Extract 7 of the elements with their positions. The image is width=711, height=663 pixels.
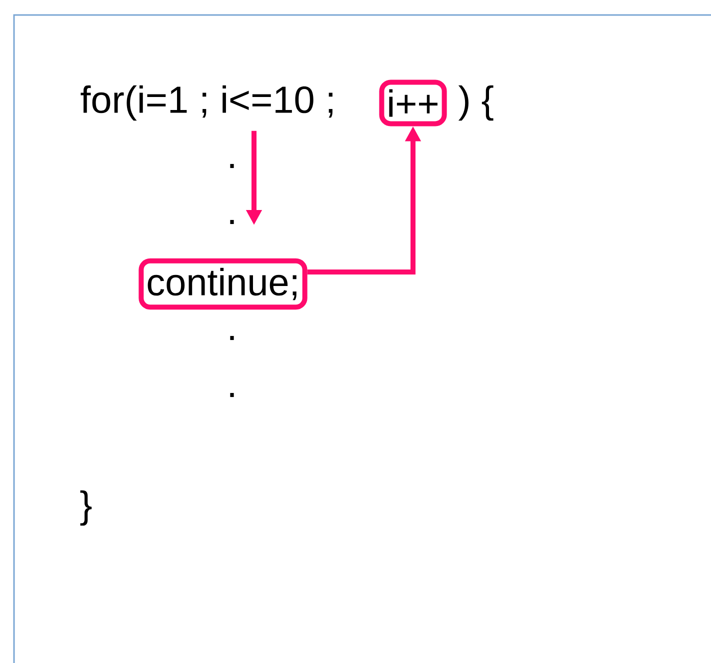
code-text: . [230,164,234,168]
code-text: . [230,220,234,224]
highlight-box: continue; [138,258,308,310]
code-text: . [230,392,234,398]
highlight-box: i++ [379,80,447,126]
code-text: for(i=1 ; i<=10 ; [80,85,332,121]
code-text: } [80,490,92,526]
